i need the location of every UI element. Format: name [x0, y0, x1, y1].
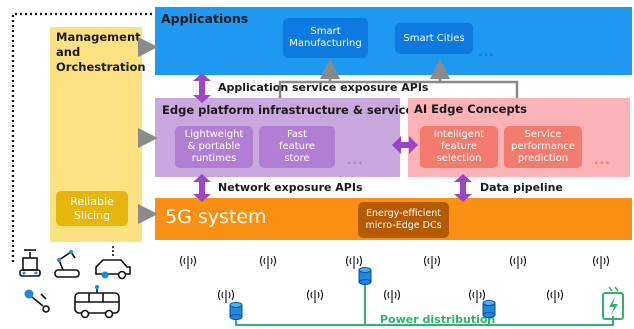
- industrial-robot-icon: [54, 250, 80, 278]
- database-icon: [482, 300, 496, 318]
- fiveg-system-panel: 5G system Energy-efficient micro-Edge DC…: [155, 198, 632, 240]
- antenna-icon: [383, 289, 401, 303]
- antenna-icon: [546, 289, 564, 303]
- power-distribution-label: Power distribution: [380, 313, 496, 326]
- edge-ai-double-arrow: [392, 136, 418, 154]
- fiveg-system-title: 5G system: [165, 206, 267, 228]
- antenna-icon: [592, 255, 610, 269]
- robot-arm-icon: [19, 249, 41, 277]
- applications-title: Applications: [161, 11, 249, 26]
- antenna-icon: [468, 289, 486, 303]
- bus-icon: [74, 285, 120, 319]
- network-exposure-double-arrow: [193, 174, 211, 202]
- drone-icon: [24, 289, 50, 313]
- lightweight-runtimes-chip: Lightweight & portable runtimes: [175, 126, 253, 168]
- network-exposure-apis-label: Network exposure APIs: [218, 181, 363, 194]
- database-icon: [229, 302, 243, 320]
- data-pipeline-label: Data pipeline: [480, 181, 563, 194]
- connected-car-icon: [95, 246, 131, 280]
- antenna-icon: [217, 289, 235, 303]
- intelligent-feature-selection-chip: Intelligent feature selection: [420, 126, 498, 168]
- fast-feature-store-chip: Fast feature store: [259, 126, 335, 168]
- app-exposure-double-arrow: [193, 73, 211, 103]
- ai-to-apps-line: [430, 59, 519, 98]
- reliable-slicing-chip: Reliable Slicing: [56, 191, 128, 226]
- antenna-icon: [345, 255, 363, 269]
- edge-platform-more-dots: ...: [347, 153, 364, 167]
- edge-platform-title: Edge platform infrastructure & services: [162, 103, 421, 117]
- edge-platform-panel: Edge platform infrastructure & services …: [155, 98, 420, 177]
- ai-edge-panel: AI Edge Concepts Intelligent feature sel…: [408, 98, 630, 177]
- dotted-control-line: [11, 12, 153, 262]
- antenna-icon: [423, 255, 441, 269]
- smart-manufacturing-chip: Smart Manufacturing: [283, 18, 368, 58]
- antenna-icon: [306, 289, 324, 303]
- edge-to-apps-line: [278, 59, 340, 98]
- management-orchestration-title: Management and Orchestration: [56, 30, 146, 74]
- ai-edge-title: AI Edge Concepts: [414, 102, 528, 116]
- app-exposure-apis-label: Application service exposure APIs: [218, 81, 429, 94]
- data-pipeline-double-arrow: [454, 174, 472, 202]
- antenna-icon: [259, 255, 277, 269]
- service-performance-prediction-chip: Service performance prediction: [504, 126, 582, 168]
- database-icon: [358, 267, 372, 285]
- antenna-icons: [179, 255, 610, 303]
- smart-cities-chip: Smart Cities: [395, 23, 473, 54]
- antenna-icon: [179, 255, 197, 269]
- micro-edge-dc-chip: Energy-efficient micro-Edge DCs: [358, 202, 449, 238]
- antenna-icon: [509, 255, 527, 269]
- management-orchestration-panel: Management and Orchestration Reliable Sl…: [50, 27, 146, 242]
- applications-more-dots: ...: [478, 45, 495, 59]
- battery-charging-icon: [602, 286, 624, 320]
- applications-panel: Applications Smart Manufacturing Smart C…: [155, 7, 632, 75]
- database-icons: [229, 267, 496, 320]
- ai-edge-more-dots: ...: [594, 153, 611, 167]
- power-distribution-lines: [235, 282, 614, 326]
